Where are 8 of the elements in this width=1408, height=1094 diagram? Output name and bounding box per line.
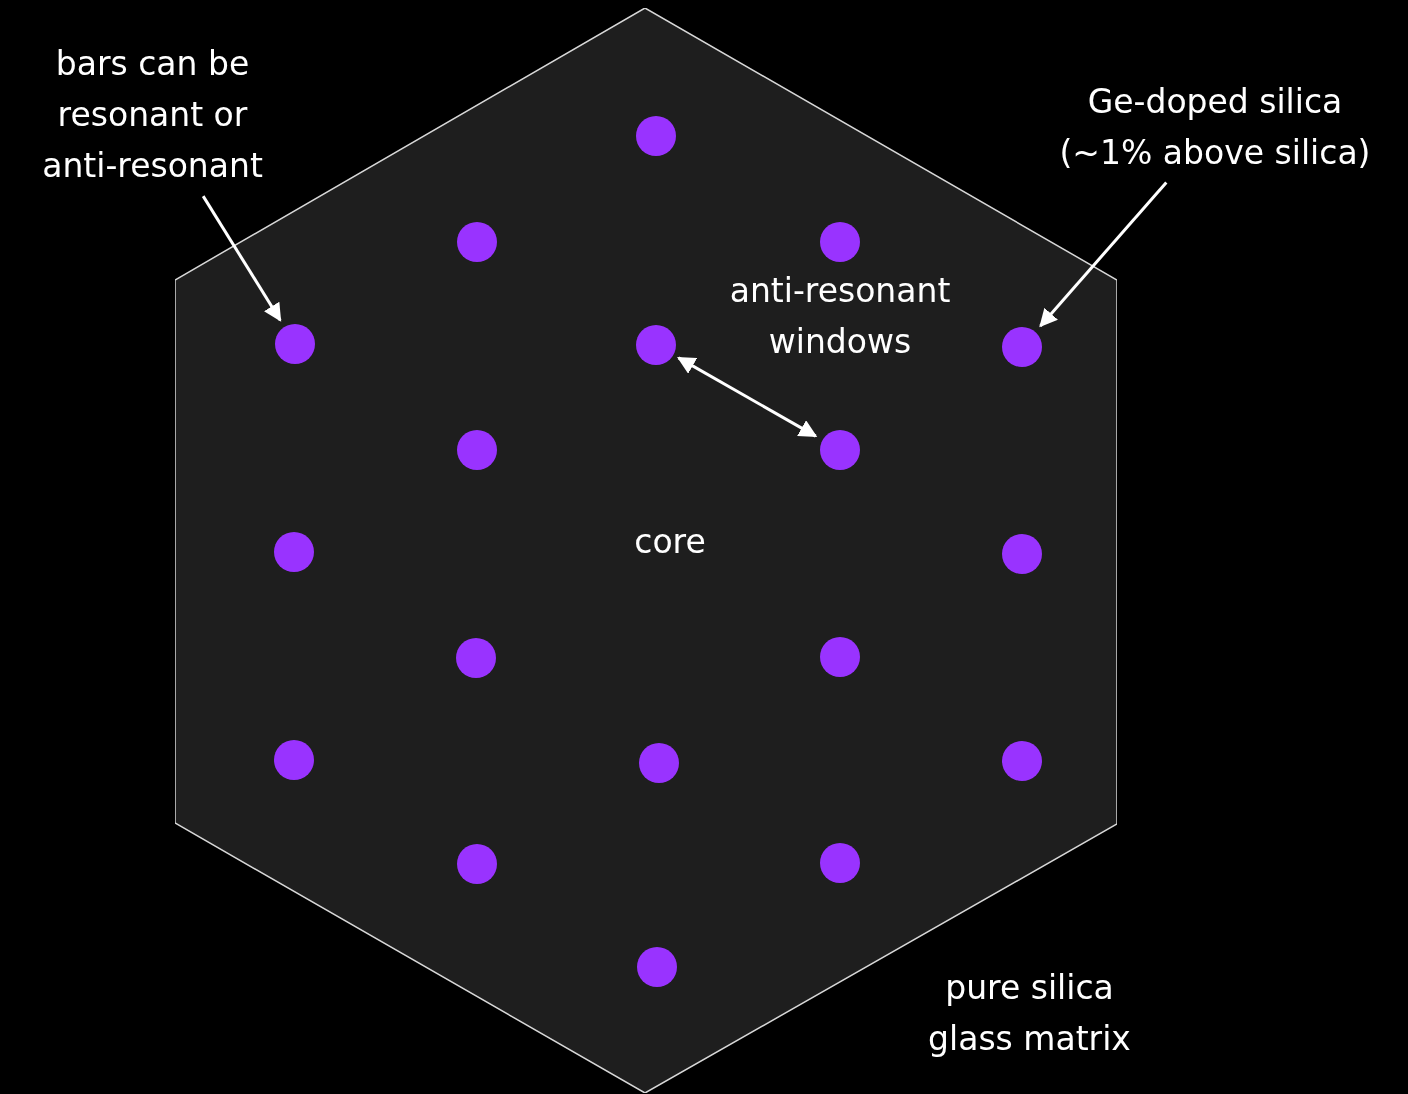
callout-text: bars can be resonant or anti-resonant: [35, 38, 270, 191]
arrow: [677, 356, 818, 438]
annotation-text: anti-resonant windows: [728, 270, 952, 363]
node-caption: pure silica glass matrix: [927, 967, 1132, 1060]
arrow: [1039, 181, 1168, 328]
arrow: [201, 195, 282, 322]
region-label: core: [633, 521, 707, 563]
callout-text: Ge-doped silica (~1% above silica): [1055, 76, 1375, 178]
